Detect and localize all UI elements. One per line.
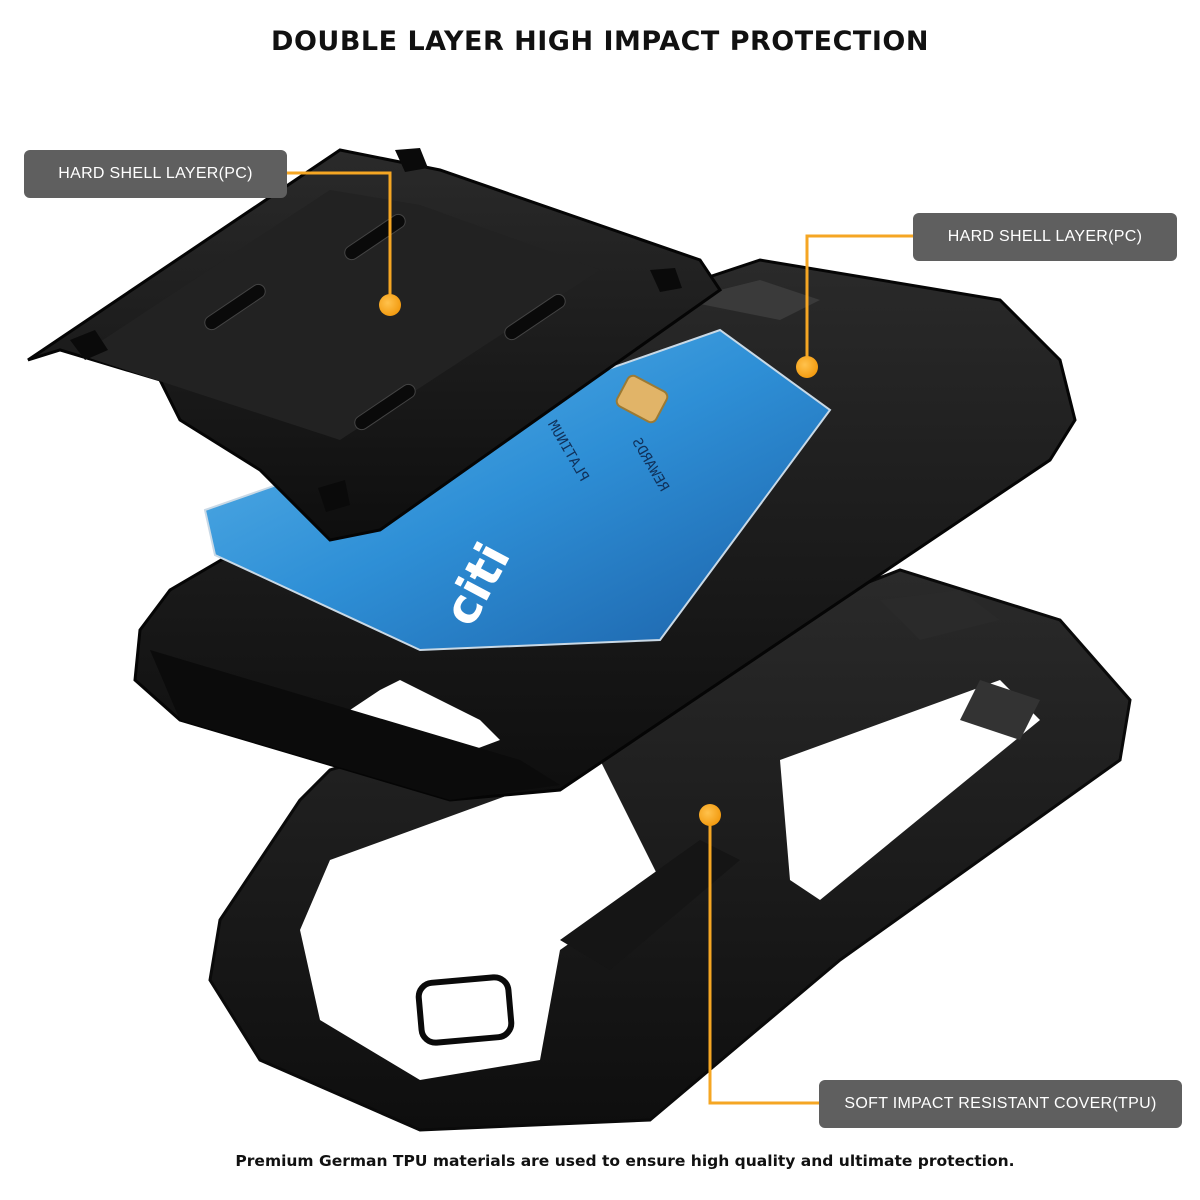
callout-lines — [287, 171, 913, 1105]
page-title: DOUBLE LAYER HIGH IMPACT PROTECTION — [271, 26, 929, 57]
caption: Premium German TPU materials are used to… — [235, 1152, 1015, 1170]
callout-dot-top-right — [796, 356, 818, 378]
label-hard-shell-left: HARD SHELL LAYER(PC) — [24, 150, 287, 198]
tpu-soft-cover — [208, 568, 1132, 1132]
callout-dot-bottom — [699, 804, 721, 826]
label-hard-shell-right: HARD SHELL LAYER(PC) — [913, 213, 1177, 261]
credit-card: citi REWARDS PLATINUM — [203, 328, 832, 652]
pc-hard-shell-plate — [27, 148, 723, 542]
callout-dot-top-left — [379, 294, 401, 316]
label-soft-cover: SOFT IMPACT RESISTANT COVER(TPU) — [819, 1080, 1182, 1128]
